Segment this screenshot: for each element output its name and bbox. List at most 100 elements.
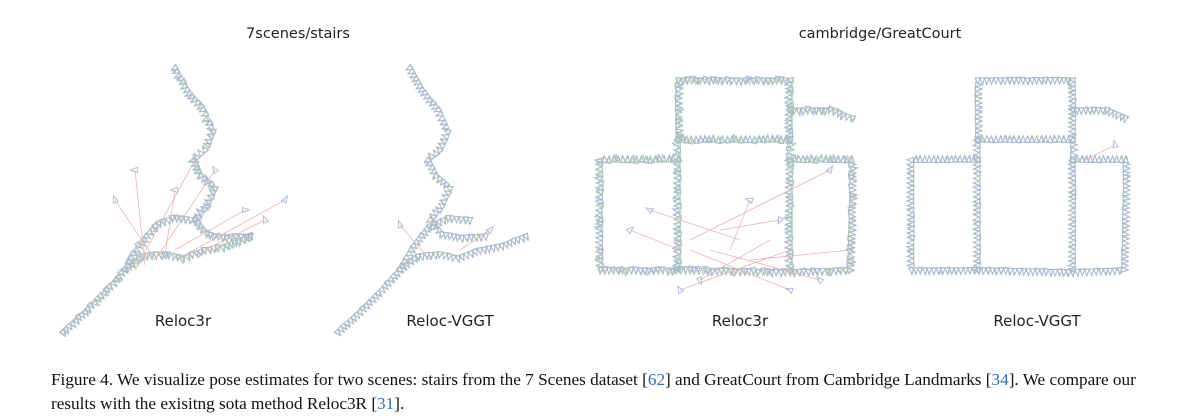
gt-pose-marker xyxy=(683,134,691,143)
estimated-pose-marker xyxy=(1002,134,1009,143)
estimated-pose-marker xyxy=(353,310,360,320)
gt-pose-marker xyxy=(190,95,200,104)
gt-pose-marker xyxy=(795,107,803,116)
estimated-pose-marker xyxy=(169,186,179,194)
estimated-pose-marker xyxy=(1067,206,1076,213)
estimated-pose-marker xyxy=(632,266,640,275)
estimated-pose-marker xyxy=(785,131,794,138)
estimated-pose-marker xyxy=(742,135,750,144)
estimated-pose-marker xyxy=(906,185,915,192)
estimated-pose-marker xyxy=(85,301,94,310)
estimated-pose-marker xyxy=(704,77,712,87)
estimated-pose-marker xyxy=(629,154,637,163)
gt-pose-marker xyxy=(178,78,187,86)
estimated-pose-marker xyxy=(158,217,165,227)
estimated-pose-marker xyxy=(1123,200,1132,207)
estimated-pose-marker xyxy=(595,253,604,260)
estimated-pose-marker xyxy=(972,156,982,164)
citation-link[interactable]: 31 xyxy=(377,394,395,413)
estimated-pose-marker xyxy=(61,326,69,336)
citation-link[interactable]: 62 xyxy=(647,370,666,389)
estimated-pose-marker xyxy=(349,314,357,323)
estimated-pose-marker xyxy=(913,154,920,164)
estimated-pose-marker xyxy=(1067,156,1077,163)
estimated-pose-marker xyxy=(1067,169,1076,177)
estimated-pose-marker xyxy=(993,76,1000,86)
estimated-pose-marker xyxy=(1122,186,1132,193)
estimated-pose-marker xyxy=(199,225,207,234)
estimated-pose-marker xyxy=(788,141,797,149)
estimated-pose-marker xyxy=(783,157,793,164)
estimated-pose-marker xyxy=(785,268,795,275)
estimated-pose-marker xyxy=(1079,268,1086,277)
estimated-pose-marker xyxy=(905,245,915,252)
estimated-pose-marker xyxy=(784,175,794,182)
gt-pose-marker xyxy=(193,219,203,228)
estimated-pose-marker xyxy=(674,114,684,121)
gt-pose-marker xyxy=(784,89,793,97)
gt-pose-marker xyxy=(828,267,835,277)
error-line xyxy=(134,159,196,271)
estimated-pose-marker xyxy=(608,266,616,275)
panel-label: Reloc-VGGT xyxy=(993,312,1081,330)
estimated-pose-marker xyxy=(694,265,701,275)
estimated-pose-marker xyxy=(906,210,916,218)
error-line xyxy=(204,219,266,251)
estimated-pose-marker xyxy=(905,252,915,259)
estimated-pose-marker xyxy=(738,135,746,144)
citation-link[interactable]: 34 xyxy=(991,370,1009,389)
estimated-pose-marker xyxy=(1015,135,1022,144)
estimated-pose-marker xyxy=(442,231,450,241)
estimated-pose-marker xyxy=(1067,165,1076,172)
estimated-pose-marker xyxy=(803,154,811,164)
estimated-pose-marker xyxy=(643,155,650,164)
estimated-pose-marker xyxy=(1019,76,1026,85)
error-line xyxy=(709,249,821,281)
estimated-pose-marker xyxy=(1120,258,1130,266)
estimated-pose-marker xyxy=(188,216,195,225)
estimated-pose-marker xyxy=(371,292,380,300)
estimated-pose-marker xyxy=(980,134,987,143)
estimated-pose-marker xyxy=(443,128,452,136)
estimated-pose-marker xyxy=(1067,261,1076,268)
estimated-pose-marker xyxy=(785,160,795,167)
estimated-pose-marker xyxy=(675,86,685,93)
estimated-pose-marker xyxy=(205,132,215,139)
estimated-pose-marker xyxy=(975,81,984,88)
estimated-pose-marker xyxy=(850,114,857,124)
estimated-pose-marker xyxy=(805,105,812,114)
estimated-pose-marker xyxy=(423,156,432,165)
estimated-pose-marker xyxy=(1069,151,1079,158)
estimated-pose-marker xyxy=(696,77,703,86)
estimated-pose-marker xyxy=(783,239,793,247)
estimated-pose-marker xyxy=(778,135,785,145)
estimated-pose-marker xyxy=(677,285,685,295)
estimated-pose-marker xyxy=(196,149,205,158)
caption-text-3: ]. We compare our results with the exisi… xyxy=(51,370,1136,413)
gt-pose-marker xyxy=(594,184,603,191)
estimated-pose-marker xyxy=(906,189,915,196)
estimated-pose-marker xyxy=(997,77,1004,86)
estimated-pose-marker xyxy=(1067,89,1077,96)
estimated-pose-marker xyxy=(1122,235,1131,242)
estimated-pose-marker xyxy=(673,230,682,238)
estimated-pose-marker xyxy=(134,254,143,262)
estimated-pose-marker xyxy=(703,133,710,143)
estimated-pose-marker xyxy=(783,93,793,101)
estimated-pose-marker xyxy=(698,134,705,144)
estimated-pose-marker xyxy=(972,248,982,255)
gt-pose-marker xyxy=(784,193,793,200)
estimated-pose-marker xyxy=(971,216,981,223)
estimated-pose-marker xyxy=(622,268,629,277)
estimated-pose-marker xyxy=(121,264,130,273)
error-line xyxy=(729,199,751,251)
estimated-pose-marker xyxy=(785,172,794,179)
estimated-pose-marker xyxy=(974,90,983,97)
estimated-pose-marker xyxy=(671,193,681,201)
estimated-pose-marker xyxy=(424,96,434,104)
estimated-pose-marker xyxy=(759,134,766,144)
gt-pose-marker xyxy=(594,257,603,264)
estimated-pose-marker xyxy=(58,329,67,338)
estimated-pose-marker xyxy=(640,267,648,277)
estimated-pose-marker xyxy=(472,233,479,242)
